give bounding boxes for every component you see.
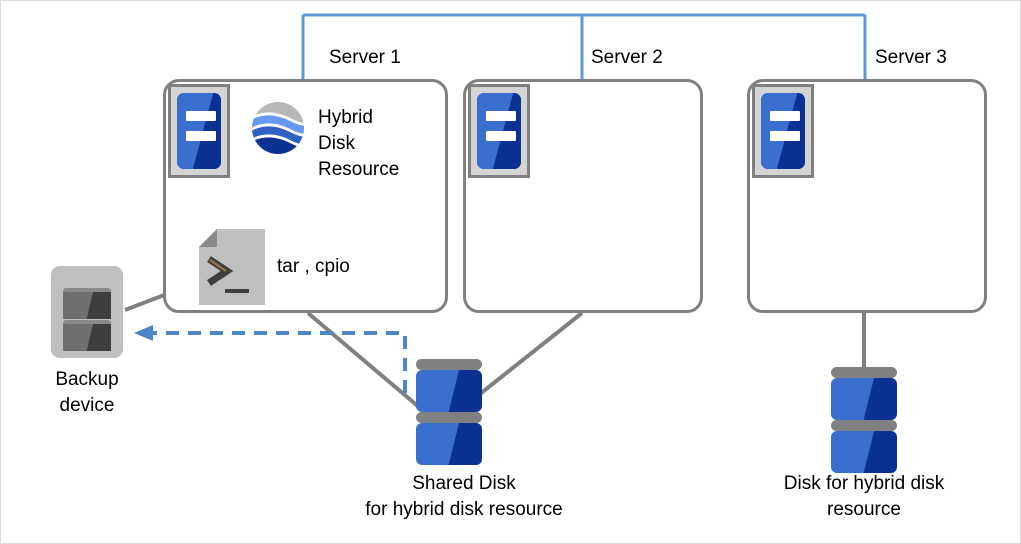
server-machine-icon-1 bbox=[168, 84, 230, 178]
hybrid-disk-icon bbox=[831, 367, 897, 473]
shared-disk-label: Shared Disk for hybrid disk resource bbox=[319, 471, 609, 523]
hybrid-disk-cap-top bbox=[831, 367, 897, 378]
server-icon-slot-top bbox=[770, 111, 800, 121]
server-icon-body bbox=[177, 93, 221, 169]
server-icon-slot-bottom bbox=[486, 131, 516, 141]
shared-disk-cap-top bbox=[416, 359, 482, 370]
hybrid-disk-cap-mid bbox=[831, 420, 897, 431]
hybrid-disk-resource-line-1: Hybrid bbox=[318, 107, 373, 128]
server-machine-icon-2 bbox=[468, 84, 530, 178]
backup-device-cap-bottom bbox=[63, 320, 111, 326]
hybrid-disk-platter-bottom bbox=[831, 431, 897, 473]
backup-flow-arrow bbox=[134, 325, 407, 393]
backup-device-label: Backup device bbox=[15, 367, 159, 419]
shared-disk-cap-mid bbox=[416, 412, 482, 423]
shared-disk-platter-bottom bbox=[416, 423, 482, 465]
hybrid-disk-resource-line-2: Disk bbox=[318, 133, 355, 154]
backup-device-platter-top bbox=[63, 292, 111, 319]
tar-cpio-label: tar , cpio bbox=[277, 256, 350, 277]
server-icon-body bbox=[477, 93, 521, 169]
server-icon-slot-top bbox=[486, 111, 516, 121]
server-label-2: Server 2 bbox=[591, 47, 663, 68]
hybrid-disk-resource-label: Hybrid Disk Resource bbox=[318, 105, 468, 183]
backup-device-cap-top bbox=[63, 288, 111, 294]
server-icon-slot-bottom bbox=[186, 131, 216, 141]
shared-disk-platter-top bbox=[416, 370, 482, 412]
backup-device-icon bbox=[51, 266, 123, 358]
backup-device-label-line-2: device bbox=[59, 395, 115, 416]
server-icon-slot-top bbox=[186, 111, 216, 121]
globe-icon bbox=[252, 102, 304, 154]
hybrid-disk-label: Disk for hybrid disk resource bbox=[739, 471, 989, 523]
hybrid-disk-resource-line-3: Resource bbox=[318, 159, 400, 180]
server-icon-body bbox=[761, 93, 805, 169]
server-label-1: Server 1 bbox=[329, 47, 401, 68]
server-machine-icon-3 bbox=[752, 84, 814, 178]
terminal-document-icon bbox=[199, 229, 265, 305]
hybrid-disk-label-line-1: Disk for hybrid disk bbox=[783, 473, 945, 494]
shared-disk-icon bbox=[416, 359, 482, 465]
hybrid-disk-platter-top bbox=[831, 378, 897, 420]
server-icon-slot-bottom bbox=[770, 131, 800, 141]
shared-disk-label-line-1: Shared Disk bbox=[412, 473, 516, 494]
hybrid-disk-label-line-2: resource bbox=[827, 499, 901, 520]
backup-device-label-line-1: Backup bbox=[55, 369, 119, 390]
backup-device-platter-bottom bbox=[63, 324, 111, 351]
server-label-3: Server 3 bbox=[875, 47, 947, 68]
shared-disk-label-line-2: for hybrid disk resource bbox=[365, 499, 563, 520]
